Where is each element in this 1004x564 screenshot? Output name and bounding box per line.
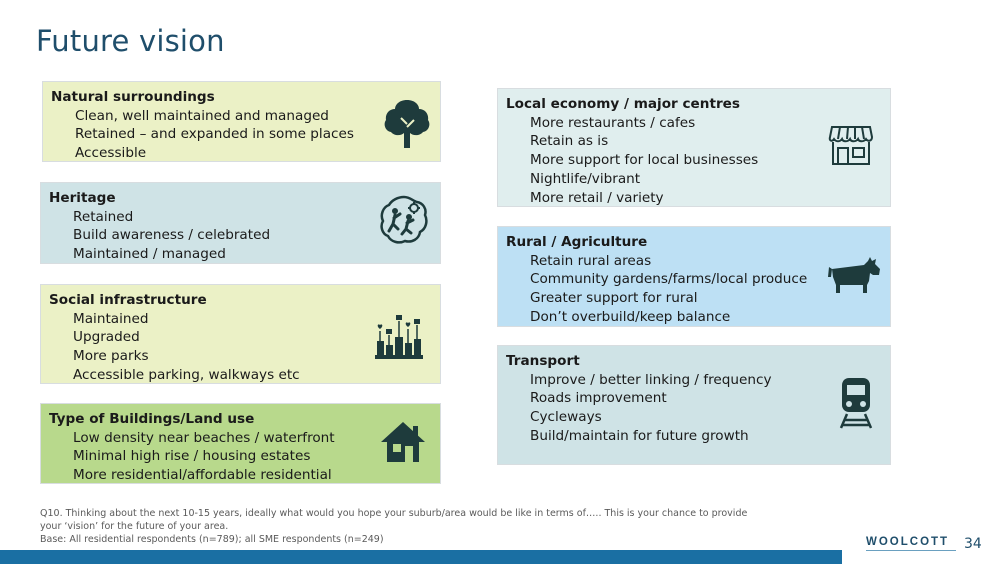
card-heading: Transport <box>506 353 580 369</box>
footnote: Q10. Thinking about the next 10-15 years… <box>40 507 800 546</box>
footnote-base: Base: All residential respondents (n=789… <box>40 534 384 545</box>
list-item: Low density near beaches / waterfront <box>73 429 335 446</box>
card-heading: Rural / Agriculture <box>506 234 648 250</box>
cow-icon <box>828 257 880 293</box>
community-icon <box>375 315 423 359</box>
list-item: Retain as is <box>530 133 609 150</box>
list-item: Maintained <box>73 310 149 327</box>
list-item: Retain rural areas <box>530 252 652 269</box>
list-item: Upgraded <box>73 329 140 346</box>
list-item: Build awareness / celebrated <box>73 227 271 244</box>
footnote-question: Q10. Thinking about the next 10-15 years… <box>40 508 748 519</box>
list-item: Accessible <box>75 145 147 162</box>
list-item: Build/maintain for future growth <box>530 427 749 444</box>
footer-bar <box>0 550 842 564</box>
list-item: More support for local businesses <box>530 152 759 169</box>
card-heading: Local economy / major centres <box>506 96 740 112</box>
card-social-infrastructure: Social infrastructure Maintained Upgrade… <box>40 284 441 384</box>
list-item: Maintained / managed <box>73 246 226 263</box>
list-item: Accessible parking, walkways etc <box>73 366 300 383</box>
logo-underline <box>866 550 956 554</box>
woolcott-logo: WOOLCOTT <box>866 536 950 548</box>
list-item: Cycleways <box>530 409 602 426</box>
card-rural-agriculture: Rural / Agriculture Retain rural areas C… <box>497 226 891 327</box>
list-item: Nightlife/vibrant <box>530 170 641 187</box>
train-icon <box>839 378 873 429</box>
card-heading: Natural surroundings <box>51 89 215 105</box>
house-icon <box>381 422 425 462</box>
heritage-figures-icon <box>380 195 428 244</box>
list-item: Minimal high rise / housing estates <box>73 448 311 465</box>
card-buildings-land-use: Type of Buildings/Land use Low density n… <box>40 403 441 484</box>
shop-icon <box>828 126 874 165</box>
list-item: More residential/affordable residential <box>73 467 332 484</box>
card-local-economy: Local economy / major centres More resta… <box>497 88 891 207</box>
list-item: More restaurants / cafes <box>530 114 696 131</box>
card-heading: Type of Buildings/Land use <box>49 411 255 427</box>
list-item: Roads improvement <box>530 390 667 407</box>
list-item: Retained – and expanded in some places <box>75 126 354 143</box>
list-item: Community gardens/farms/local produce <box>530 271 808 288</box>
list-item: More parks <box>73 348 149 365</box>
card-heading: Heritage <box>49 190 116 206</box>
list-item: Greater support for rural <box>530 290 698 307</box>
page-title: Future vision <box>36 24 225 58</box>
card-transport: Transport Improve / better linking / fre… <box>497 345 891 465</box>
list-item: Retained <box>73 208 134 225</box>
list-item: Clean, well maintained and managed <box>75 107 329 124</box>
list-item: Don’t overbuild/keep balance <box>530 308 731 325</box>
footnote-question-cont: your ‘vision’ for the future of your are… <box>40 521 229 532</box>
list-item: Improve / better linking / frequency <box>530 371 772 388</box>
tree-icon <box>384 100 430 148</box>
page-number: 34 <box>964 536 982 552</box>
card-heritage: Heritage Retained Build awareness / cele… <box>40 182 441 264</box>
card-heading: Social infrastructure <box>49 292 207 308</box>
card-natural-surroundings: Natural surroundings Clean, well maintai… <box>42 81 441 162</box>
list-item: More retail / variety <box>530 189 664 206</box>
